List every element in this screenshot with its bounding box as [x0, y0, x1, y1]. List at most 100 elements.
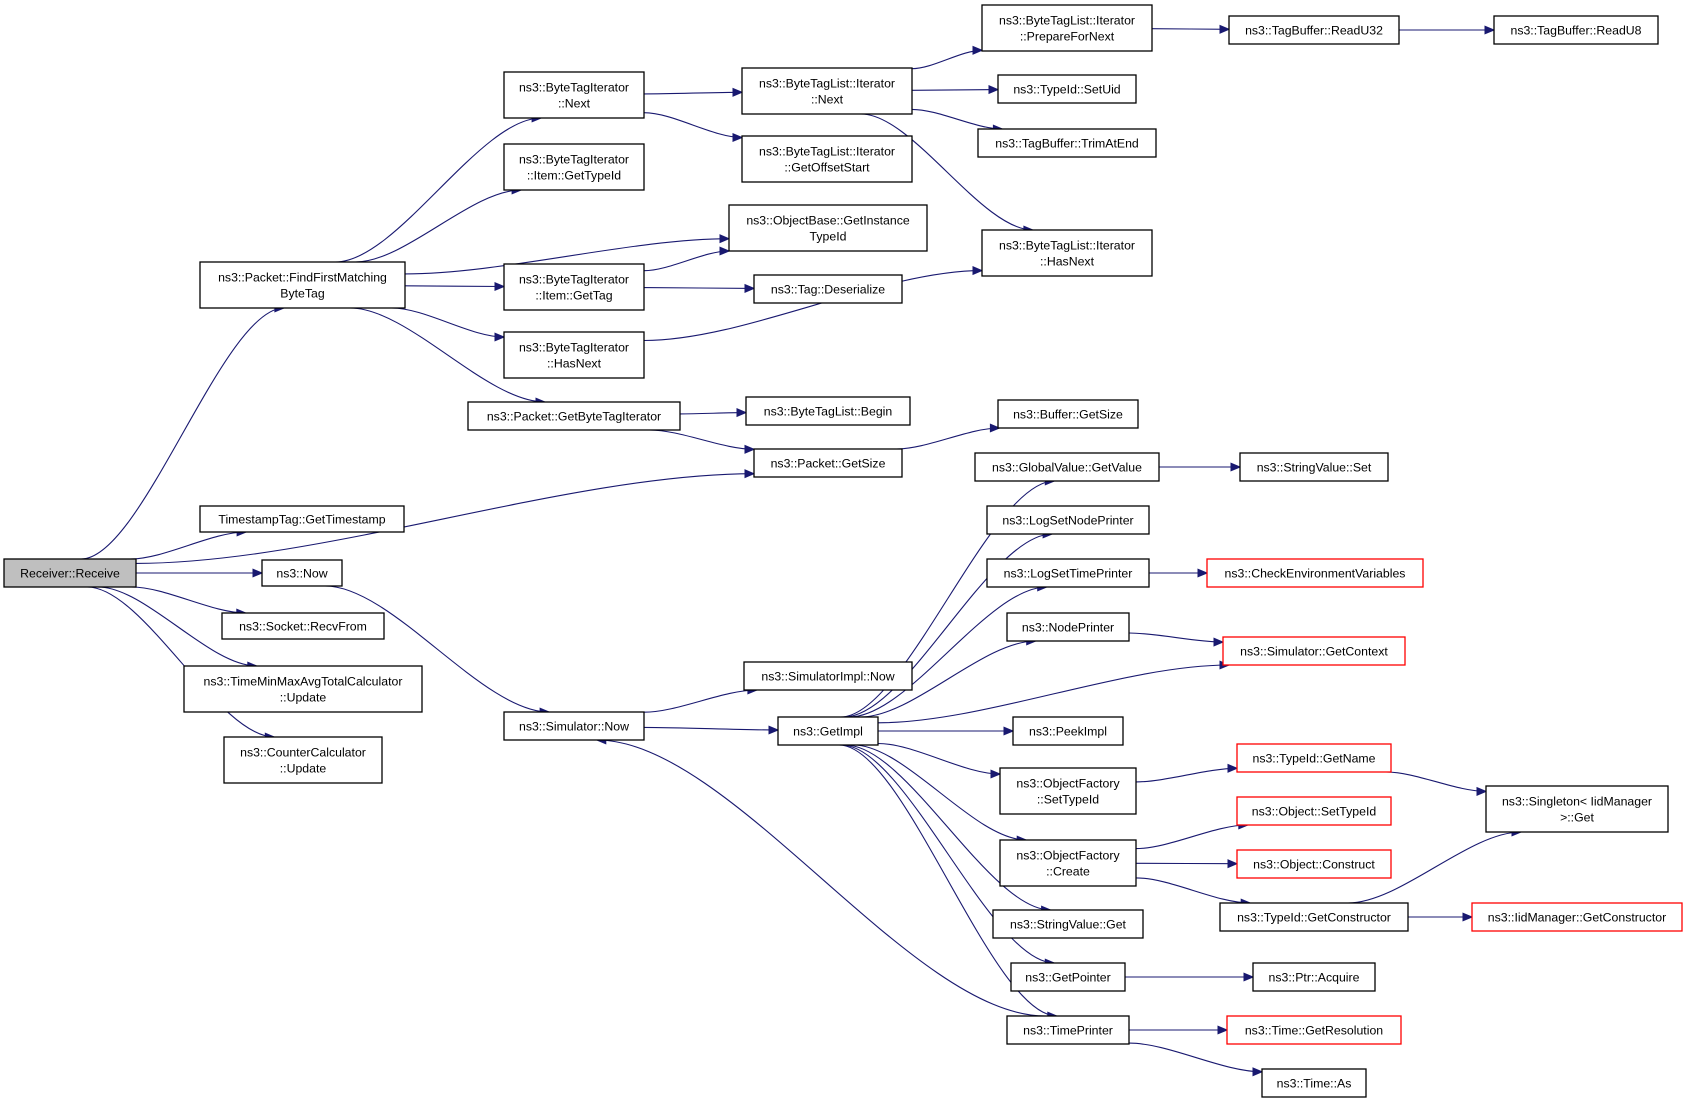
node-getimpl[interactable]: ns3::GetImpl: [777, 716, 879, 746]
node-label: ns3::ByteTagList::Iterator: [759, 145, 895, 159]
node-btli-preparefornext[interactable]: ns3::ByteTagList::Iterator::PrepareForNe…: [981, 4, 1153, 52]
node-peekimpl[interactable]: ns3::PeekImpl: [1012, 716, 1124, 746]
node-typeid-getconstructor[interactable]: ns3::TypeId::GetConstructor: [1219, 902, 1409, 932]
edge-line: [843, 533, 1053, 718]
node-btli-getoffsetstart[interactable]: ns3::ByteTagList::Iterator::GetOffsetSta…: [741, 135, 913, 183]
node-label: ns3::TypeId::GetName: [1252, 752, 1375, 766]
node-label: ns3::Object::SetTypeId: [1252, 805, 1377, 819]
node-time-getresolution[interactable]: ns3::Time::GetResolution: [1226, 1015, 1402, 1045]
node-box: [1228, 15, 1400, 45]
node-simulatorimpl-now[interactable]: ns3::SimulatorImpl::Now: [743, 661, 913, 691]
node-buffer-getsize[interactable]: ns3::Buffer::GetSize: [997, 399, 1139, 429]
edge-line: [1151, 28, 1230, 30]
node-stringvalue-get[interactable]: ns3::StringValue::Get: [992, 909, 1144, 939]
edge-line: [877, 742, 1001, 775]
node-btli-hasnext[interactable]: ns3::ByteTagList::Iterator::HasNext: [981, 229, 1153, 277]
node-label: ::Next: [811, 93, 844, 107]
node-timestamp-get[interactable]: TimestampTag::GetTimestamp: [199, 505, 405, 533]
node-globalvalue-getvalue[interactable]: ns3::GlobalValue::GetValue: [974, 452, 1160, 482]
node-tagbuffer-readu32[interactable]: ns3::TagBuffer::ReadU32: [1228, 15, 1400, 45]
node-tagbuffer-readu8[interactable]: ns3::TagBuffer::ReadU8: [1493, 15, 1659, 45]
node-timeprinter[interactable]: ns3::TimePrinter: [1006, 1015, 1130, 1045]
node-btli-next[interactable]: ns3::ByteTagList::Iterator::Next: [741, 67, 913, 115]
node-box: [467, 401, 681, 431]
node-btl-begin[interactable]: ns3::ByteTagList::Begin: [745, 396, 911, 426]
node-simulator-getcontext[interactable]: ns3::Simulator::GetContext: [1222, 636, 1406, 666]
node-logsettimeprinter[interactable]: ns3::LogSetTimePrinter: [986, 558, 1150, 588]
node-label: ns3::PeekImpl: [1029, 725, 1107, 739]
node-ns3-now[interactable]: ns3::Now: [261, 559, 343, 587]
node-label: ns3::ByteTagIterator: [519, 273, 629, 287]
edge-arrowhead: [1213, 637, 1225, 647]
node-label: ns3::Socket::RecvFrom: [239, 620, 367, 634]
node-tag-deserialize[interactable]: ns3::Tag::Deserialize: [753, 274, 903, 304]
edge-line: [845, 744, 1051, 911]
edge-nodeprinter-to-simulator_getcontext: [1128, 632, 1225, 647]
node-nodeprinter[interactable]: ns3::NodePrinter: [1006, 612, 1130, 642]
edge-line: [130, 531, 247, 560]
node-bti-hasnext[interactable]: ns3::ByteTagIterator::HasNext: [503, 331, 645, 379]
node-box: [741, 67, 913, 115]
node-label: ns3::GlobalValue::GetValue: [992, 461, 1142, 475]
edge-receiver_receive-to-ns3_now: [135, 568, 264, 578]
edge-line: [679, 412, 747, 415]
edge-line: [1135, 824, 1248, 850]
edge-line: [81, 307, 284, 560]
edge-arrowhead: [736, 408, 748, 418]
node-label: TimestampTag::GetTimestamp: [218, 513, 385, 527]
node-object-settypeid[interactable]: ns3::Object::SetTypeId: [1236, 796, 1392, 826]
node-box: [261, 559, 343, 587]
node-box: [503, 263, 645, 311]
node-ptr-acquire[interactable]: ns3::Ptr::Acquire: [1252, 962, 1376, 992]
edge-globalvalue_getvalue-to-stringvalue_set: [1158, 462, 1242, 472]
node-time-as[interactable]: ns3::Time::As: [1261, 1068, 1367, 1098]
node-label: ::Create: [1046, 865, 1090, 879]
node-bti-next[interactable]: ns3::ByteTagIterator::Next: [503, 71, 645, 119]
node-simulator-now[interactable]: ns3::Simulator::Now: [503, 711, 645, 741]
node-label: ::Update: [280, 691, 327, 705]
edge-line: [350, 307, 546, 403]
node-iidmanager-getconstructor[interactable]: ns3::IidManager::GetConstructor: [1471, 902, 1683, 932]
edge-tagbuffer_readu32-to-tagbuffer_readu8: [1399, 25, 1496, 35]
node-label: ::Update: [280, 762, 327, 776]
node-socket-recvfrom[interactable]: ns3::Socket::RecvFrom: [221, 612, 385, 640]
node-box: [503, 143, 645, 191]
node-objectfactory-settypeid[interactable]: ns3::ObjectFactory::SetTypeId: [999, 767, 1137, 815]
node-timeminmax-update[interactable]: ns3::TimeMinMaxAvgTotalCalculator::Updat…: [183, 665, 423, 713]
node-bti-item-gettag[interactable]: ns3::ByteTagIterator::Item::GetTag: [503, 263, 645, 311]
edge-line: [860, 640, 1036, 718]
node-packet-getsize[interactable]: ns3::Packet::GetSize: [753, 448, 903, 478]
edge-line: [861, 113, 1033, 231]
node-tagbuffer-trimatend[interactable]: ns3::TagBuffer::TrimAtEnd: [977, 128, 1157, 158]
node-box: [1006, 1015, 1130, 1045]
edge-line: [325, 585, 550, 713]
node-bti-item-gettypeid[interactable]: ns3::ByteTagIterator::Item::GetTypeId: [503, 143, 645, 191]
node-label: ns3::ObjectFactory: [1016, 849, 1120, 863]
node-typeid-getname[interactable]: ns3::TypeId::GetName: [1236, 743, 1392, 773]
node-box: [977, 128, 1157, 158]
edge-find_first_matching-to-objectbase_getinstancetypeid: [404, 234, 731, 275]
node-logsetnodeprinter[interactable]: ns3::LogSetNodePrinter: [986, 505, 1150, 535]
node-box: [503, 711, 645, 741]
node-box: [777, 716, 879, 746]
node-label: ns3::LogSetNodePrinter: [1002, 514, 1133, 528]
node-getpointer[interactable]: ns3::GetPointer: [1010, 962, 1126, 992]
node-stringvalue-set[interactable]: ns3::StringValue::Set: [1239, 452, 1389, 482]
node-counter-update[interactable]: ns3::CounterCalculator::Update: [223, 736, 383, 784]
node-checkenvironmentvariables[interactable]: ns3::CheckEnvironmentVariables: [1206, 558, 1424, 588]
node-label: ns3::Simulator::Now: [519, 720, 629, 734]
node-label: ns3::TagBuffer::ReadU8: [1510, 24, 1641, 38]
node-receiver-receive[interactable]: Receiver::Receive: [3, 558, 137, 588]
node-label: ns3::SimulatorImpl::Now: [761, 670, 894, 684]
node-typeid-setuid[interactable]: ns3::TypeId::SetUid: [997, 74, 1137, 104]
edge-arrowhead: [719, 234, 731, 244]
node-singleton-get[interactable]: ns3::Singleton< IidManager>::Get: [1485, 785, 1669, 833]
edge-find_first_matching-to-bti_hasnext: [391, 307, 506, 342]
node-object-construct[interactable]: ns3::Object::Construct: [1236, 849, 1392, 879]
node-box: [1219, 902, 1409, 932]
node-packet-getbytetagiterator[interactable]: ns3::Packet::GetByteTagIterator: [467, 401, 681, 431]
node-objectfactory-create[interactable]: ns3::ObjectFactory::Create: [999, 839, 1137, 887]
node-box: [1006, 612, 1130, 642]
